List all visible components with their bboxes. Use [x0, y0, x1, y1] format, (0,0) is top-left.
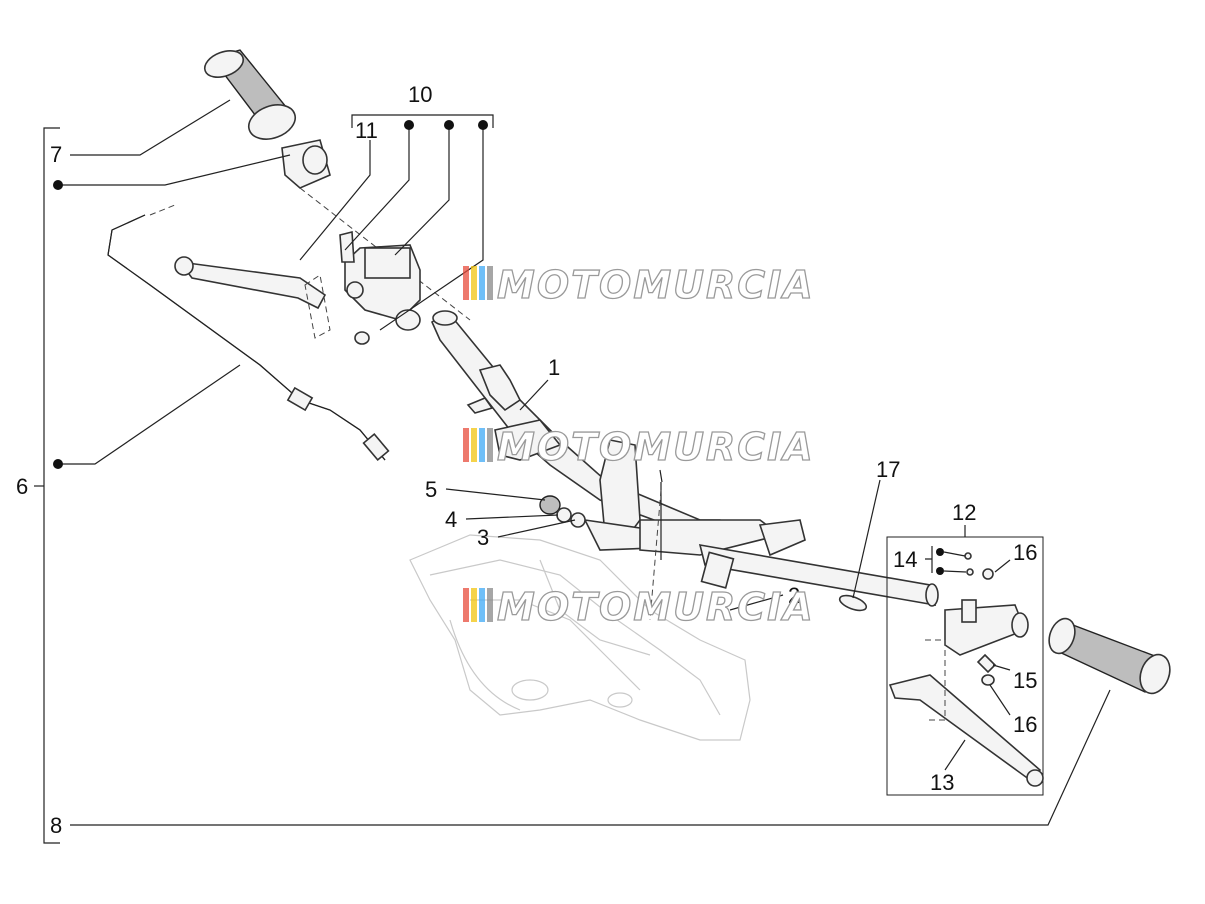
left-grip [203, 49, 297, 140]
callout-2: 2 [788, 583, 800, 608]
watermark-1: MOTOMURCIA [463, 262, 815, 308]
callout-17: 17 [876, 457, 900, 482]
handlebar-frame [430, 310, 806, 557]
retaining-clip [466, 397, 494, 414]
watermark-text: MOTOMURCIA [497, 263, 815, 307]
master-cylinder [339, 230, 421, 345]
callout-16-top: 16 [1013, 540, 1037, 565]
watermark-stripe-blue [479, 266, 485, 300]
watermark-stripe-grey [487, 428, 493, 462]
watermark-stripe-red [463, 588, 469, 622]
callout-13: 13 [930, 770, 954, 795]
callout-14: 14 [893, 547, 917, 572]
watermark-stripe-yellow [471, 588, 477, 622]
callout-7: 7 [50, 142, 62, 167]
leader-lines [34, 99, 1111, 844]
callout-8: 8 [50, 813, 62, 838]
callout-3: 3 [477, 525, 489, 550]
watermark-text: MOTOMURCIA [497, 425, 815, 469]
callout-6: 6 [16, 474, 28, 499]
right-brake-lever [888, 639, 1044, 787]
callout-11: 11 [355, 118, 378, 143]
scooter-body-outline [409, 534, 751, 741]
callout-1: 1 [548, 355, 560, 380]
callout-16-bottom: 16 [1013, 712, 1037, 737]
callout-15: 15 [1013, 668, 1037, 693]
watermark-stripe-red [463, 266, 469, 300]
callout-10: 10 [408, 82, 432, 107]
watermark-text: MOTOMURCIA [497, 585, 815, 629]
brake-cable [107, 204, 390, 462]
watermark-3: MOTOMURCIA [463, 584, 815, 630]
bullet-markers [53, 120, 944, 575]
callout-labels: 1 2 3 4 5 6 7 8 10 11 12 13 14 15 16 16 … [16, 82, 1037, 838]
right-lever-bracket [944, 552, 1029, 686]
callout-4: 4 [445, 507, 457, 532]
watermark-2: MOTOMURCIA [463, 424, 815, 470]
spacer-rings [539, 495, 586, 528]
watermark-stripe-grey [487, 266, 493, 300]
watermark-stripe-blue [479, 588, 485, 622]
right-handlebar-tube [698, 544, 939, 607]
o-ring [838, 594, 868, 612]
callout-5: 5 [425, 477, 437, 502]
left-brake-lever [174, 256, 331, 339]
throttle-housing [281, 139, 331, 189]
callout-12: 12 [952, 500, 976, 525]
watermark-stripe-blue [479, 428, 485, 462]
watermark-stripe-red [463, 428, 469, 462]
right-grip [1048, 617, 1171, 695]
watermark-stripe-yellow [471, 266, 477, 300]
watermark-stripe-grey [487, 588, 493, 622]
watermark-stripe-yellow [471, 428, 477, 462]
